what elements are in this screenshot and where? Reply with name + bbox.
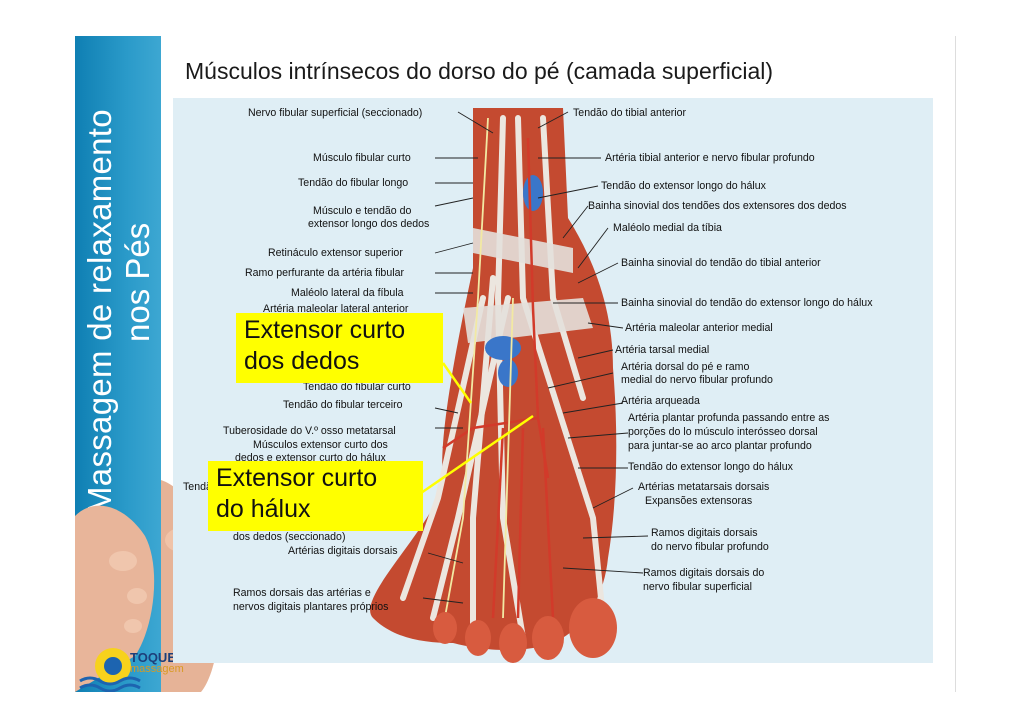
callout-extensor-curto-halux: Extensor curto do hálux: [208, 461, 423, 531]
callout-extensor-curto-dedos: Extensor curto dos dedos: [236, 313, 443, 383]
label-tendao-extensor-longo-2: dos dedos (seccionado): [233, 531, 346, 543]
callout-2-line1: Extensor curto: [216, 464, 378, 492]
label-musculo-tendao-extensor-1: Músculo e tendão do: [313, 205, 412, 217]
label-ramo-perfurante: Ramo perfurante da artéria fibular: [245, 267, 404, 279]
label-maleolo-medial: Maléolo medial da tíbia: [613, 222, 722, 234]
callout-1-line1: Extensor curto: [244, 316, 406, 344]
logo-text: TOQUE: [130, 650, 176, 665]
label-retinaculo-extensor: Retináculo extensor superior: [268, 247, 403, 259]
slide-border: [955, 36, 956, 692]
label-arteria-tarsal-medial: Artéria tarsal medial: [615, 344, 710, 356]
label-musculos-extensor-curto-1: Músculos extensor curto dos: [253, 439, 388, 451]
label-maleolo-lateral: Maléolo lateral da fíbula: [291, 287, 404, 299]
label-tendao-fibular-curto: Tendão do fibular curto: [303, 381, 411, 393]
label-arteria-plantar-2: porções do lo músculo interósseo dorsal: [628, 426, 818, 438]
label-tendao-tibial-anterior: Tendão do tibial anterior: [573, 107, 687, 119]
label-arteria-plantar-1: Artéria plantar profunda passando entre …: [628, 412, 830, 424]
label-arteria-tibial-anterior: Artéria tibial anterior e nervo fibular …: [605, 152, 815, 164]
label-musculo-tendao-extensor-2: extensor longo dos dedos: [308, 218, 430, 230]
sidebar-title-line1: Massagem de relaxamento: [81, 109, 118, 514]
label-expansoes-extensoras: Expansões extensoras: [645, 495, 753, 507]
label-bainha-sinovial-tibial: Bainha sinovial do tendão do tibial ante…: [621, 257, 821, 269]
label-tendao-extensor-longo-halux: Tendão do extensor longo do hálux: [601, 180, 766, 192]
label-musculo-fibular-curto: Músculo fibular curto: [313, 152, 411, 164]
label-ramos-digitais-profundo-2: do nervo fibular profundo: [651, 541, 769, 553]
foot-illustration: [370, 108, 649, 663]
label-arteria-arqueada: Artéria arqueada: [621, 395, 700, 407]
foot-photo: [75, 505, 155, 692]
logo-subtext: massagem: [130, 663, 184, 675]
label-nervo-fibular-superficial: Nervo fibular superficial (seccionado): [248, 107, 423, 119]
label-ramos-dorsais-1: Ramos dorsais das artérias e: [233, 587, 371, 599]
label-ramos-digitais-superficial-2: nervo fibular superficial: [643, 581, 752, 593]
label-arterias-metatarsais: Artérias metatarsais dorsais: [638, 481, 770, 493]
label-arteria-plantar-3: para juntar-se ao arco plantar profundo: [628, 440, 812, 452]
sidebar-title-line2: nos Pés: [119, 222, 156, 342]
callout-1-line2: dos dedos: [244, 347, 360, 375]
label-arterias-digitais-dorsais: Artérias digitais dorsais: [288, 545, 398, 557]
callout-2-line2: do hálux: [216, 495, 311, 523]
label-ramos-digitais-superficial-1: Ramos digitais dorsais do: [643, 567, 765, 579]
label-tendao-fibular-longo: Tendão do fibular longo: [298, 177, 409, 189]
label-arteria-dorsal-pe-2: medial do nervo fibular profundo: [621, 374, 773, 386]
label-tuberosidade: Tuberosidade do V.º osso metatarsal: [223, 425, 396, 437]
label-bainha-sinovial-extensores: Bainha sinovial dos tendões dos extensor…: [588, 200, 847, 212]
label-tendao-fibular-terceiro: Tendão do fibular terceiro: [283, 399, 403, 411]
label-arteria-maleolar-lateral: Artéria maleolar lateral anterior: [263, 303, 409, 315]
sidebar: Massagem de relaxamento nos Pés: [75, 36, 161, 692]
label-bainha-sinovial-halux: Bainha sinovial do tendão do extensor lo…: [621, 297, 873, 309]
label-ramos-dorsais-2: nervos digitais plantares próprios: [233, 601, 389, 613]
anatomy-diagram: Nervo fibular superficial (seccionado) M…: [173, 98, 933, 663]
label-tendao-extensor-longo-halux-2: Tendão do extensor longo do hálux: [628, 461, 793, 473]
label-arteria-maleolar-medial: Artéria maleolar anterior medial: [625, 322, 773, 334]
label-arteria-dorsal-pe-1: Artéria dorsal do pé e ramo: [621, 361, 750, 373]
page-title: Músculos intrínsecos do dorso do pé (cam…: [185, 58, 774, 84]
label-musculos-extensor-curto-2: dedos e extensor curto do hálux: [235, 452, 386, 464]
label-ramos-digitais-profundo-1: Ramos digitais dorsais: [651, 527, 758, 539]
